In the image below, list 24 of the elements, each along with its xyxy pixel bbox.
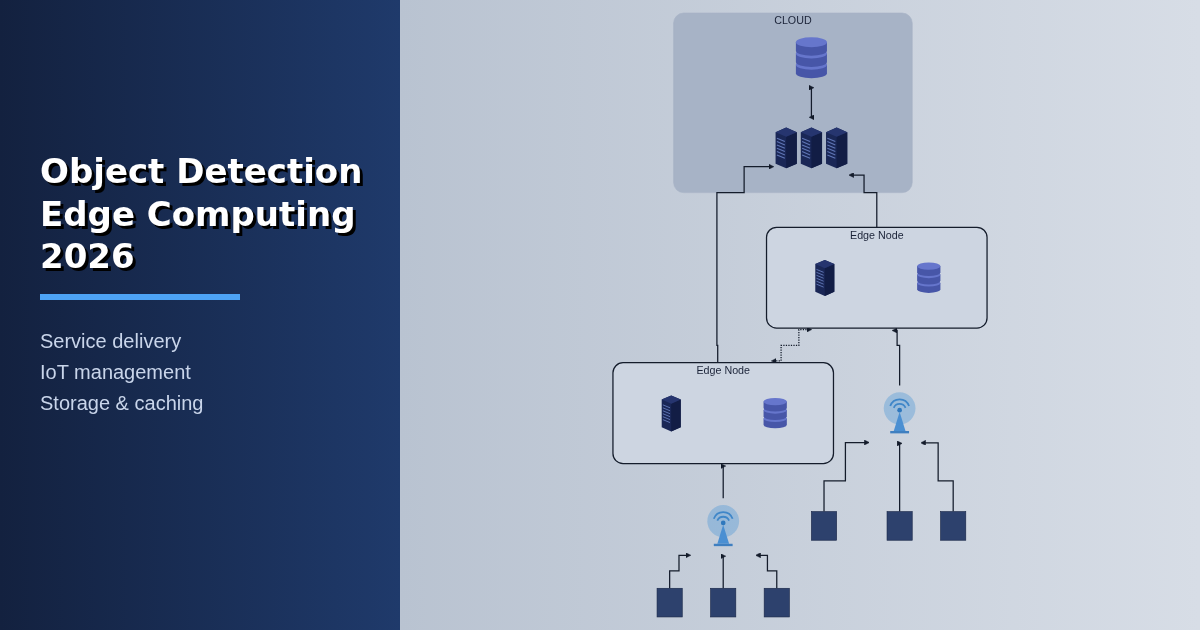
node-box [811, 511, 837, 541]
note-text: IoT management [40, 360, 191, 384]
cluster: CLOUD [673, 12, 913, 193]
cluster: Edge Node [612, 362, 835, 465]
arrow [823, 439, 870, 513]
node-box [886, 511, 913, 541]
title: Object Detection Edge Computing 2026 [40, 150, 364, 278]
arrow [755, 552, 778, 589]
node-box [763, 587, 790, 618]
node-box [940, 511, 967, 541]
cluster: Edge Node [765, 226, 988, 329]
arrow [848, 172, 878, 228]
arrow [891, 327, 901, 387]
arrow [896, 440, 903, 513]
arrow [808, 84, 815, 120]
note-text: Storage & caching [40, 391, 204, 415]
node-box [656, 587, 683, 618]
arrow [716, 163, 775, 364]
arrow [669, 552, 692, 589]
arrow [720, 463, 726, 499]
node-box [710, 587, 737, 618]
arrow [920, 440, 954, 513]
note-text: Service delivery [40, 329, 182, 353]
arrow [720, 553, 726, 589]
